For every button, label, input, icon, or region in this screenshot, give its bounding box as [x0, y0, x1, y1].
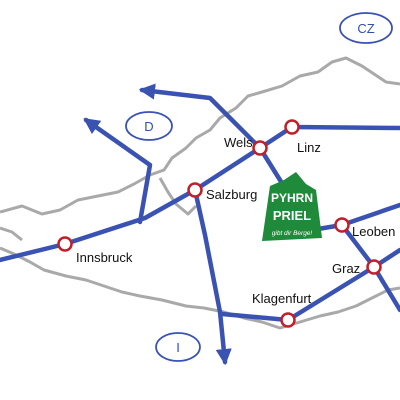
logo-slogan: gibt dir Berge! — [272, 230, 313, 237]
city-label-leoben: Leoben — [352, 224, 395, 239]
city-marker-leoben[interactable] — [334, 217, 350, 233]
route-leoben-east — [339, 202, 400, 228]
city-marker-graz[interactable] — [366, 259, 382, 275]
country-border — [0, 226, 23, 242]
pyhrn-priel-logo: PYHRN PRIEL gibt dir Berge! — [262, 172, 322, 241]
logo-mountain-shape — [262, 172, 322, 241]
route-salzburg-south — [192, 187, 232, 366]
route-network — [0, 83, 400, 366]
country-badge-cz: CZ — [339, 12, 393, 44]
country-border — [0, 56, 400, 216]
country-label-i: I — [176, 340, 180, 355]
city-marker-innsbruck[interactable] — [57, 236, 73, 252]
route-graz-southeast — [371, 264, 400, 313]
route-south-klagenfurt — [219, 311, 291, 323]
country-badge-d: D — [125, 111, 173, 141]
city-label-linz: Linz — [297, 140, 321, 155]
city-markers — [57, 119, 382, 328]
route-innsbruck-salzburg — [62, 187, 198, 247]
route-salzburg-wels — [192, 145, 263, 193]
country-label-d: D — [144, 119, 153, 134]
route-branch-north — [83, 117, 153, 225]
city-label-salzburg: Salzburg — [206, 187, 257, 202]
logo-line1: PYHRN — [271, 191, 313, 205]
city-marker-salzburg[interactable] — [187, 182, 203, 198]
city-label-graz: Graz — [332, 261, 360, 276]
city-marker-linz[interactable] — [284, 119, 300, 135]
city-marker-wels[interactable] — [252, 140, 268, 156]
logo-line2: PRIEL — [273, 208, 311, 223]
country-border — [158, 177, 198, 216]
country-label-cz: CZ — [357, 21, 374, 36]
city-label-innsbruck: Innsbruck — [76, 250, 133, 265]
city-marker-klagenfurt[interactable] — [280, 312, 296, 328]
country-badge-i: I — [155, 332, 201, 362]
route-wels-north — [138, 83, 263, 151]
country-border — [0, 246, 400, 330]
city-label-klagenfurt: Klagenfurt — [252, 291, 312, 306]
city-label-wels: Wels — [224, 135, 253, 150]
route-klagenfurt-graz — [285, 264, 377, 323]
route-linz-east — [289, 124, 400, 131]
route-innsbruck-west — [0, 241, 68, 263]
